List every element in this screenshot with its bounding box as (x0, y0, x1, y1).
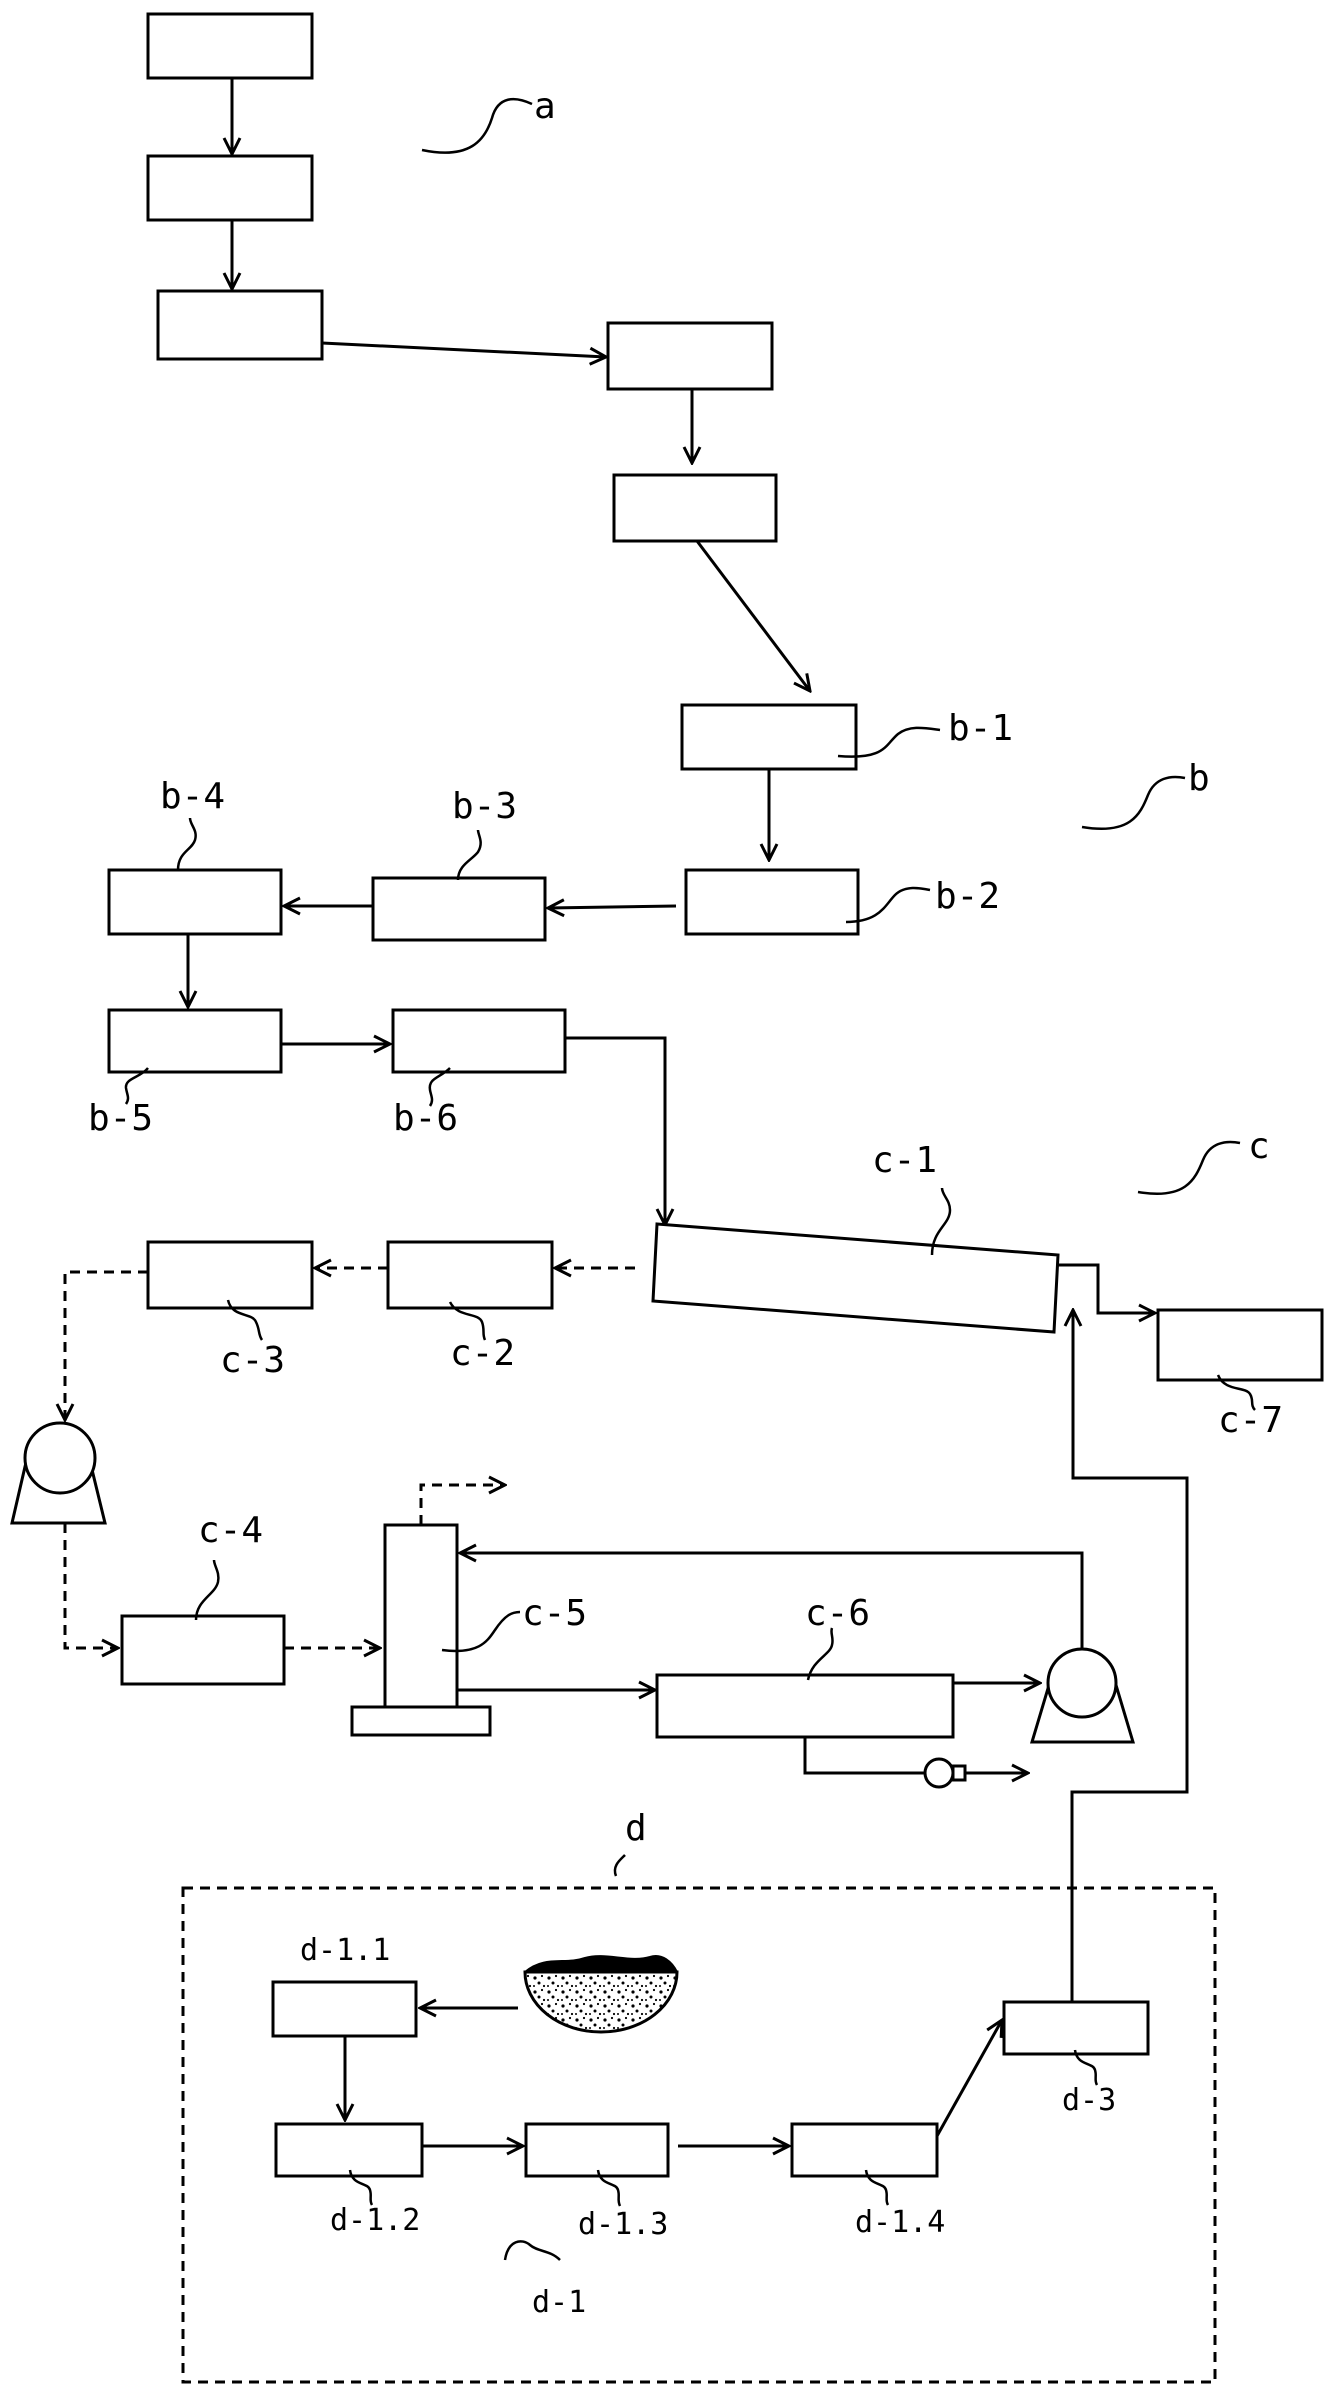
label-b4: b-4 (160, 776, 225, 817)
section-b: b-1 b-2 b-3 b-4 b-5 b-6 b (88, 703, 1210, 1225)
arrow-c1-c7 (1058, 1263, 1155, 1313)
section-d: d-1.1 d-1.2 d-1.3 d-1.4 d-3 d-1 d (181, 1808, 1217, 2384)
box-b2 (684, 868, 860, 936)
label-c2: c-2 (450, 1333, 515, 1374)
label-b5: b-5 (88, 1098, 153, 1139)
arrow-a5-b1 (695, 540, 810, 691)
label-d: d (625, 1808, 647, 1849)
label-c4: c-4 (198, 1510, 263, 1551)
arrow-pump-c4 (63, 1523, 118, 1648)
box-c3 (146, 1240, 314, 1310)
box-a2 (146, 154, 314, 222)
material-bowl (523, 1955, 679, 2034)
label-d14: d-1.4 (855, 2205, 945, 2240)
label-c-leader (1137, 1140, 1241, 1195)
box-c5-base (350, 1705, 492, 1737)
label-b3-leader (456, 829, 482, 881)
label-c4-leader (194, 1559, 220, 1621)
label-c7: c-7 (1218, 1400, 1283, 1441)
label-b2: b-2 (935, 876, 1000, 917)
arrow-c5-vent (419, 1485, 505, 1525)
label-c6-leader (806, 1627, 834, 1681)
label-b1-leader (837, 726, 941, 758)
label-c3: c-3 (220, 1340, 285, 1381)
label-c5-leader (441, 1610, 521, 1653)
box-b1 (680, 703, 858, 771)
box-c5-column (383, 1523, 459, 1709)
pump-right (1029, 1647, 1136, 1744)
box-b4 (107, 868, 283, 936)
label-c2-leader (448, 1301, 487, 1341)
box-d11 (271, 1980, 418, 2038)
label-c5: c-5 (522, 1593, 587, 1634)
label-b1: b-1 (948, 708, 1013, 749)
label-c3-leader (226, 1299, 264, 1341)
box-b3 (371, 876, 547, 942)
label-d12-leader (348, 2169, 374, 2206)
line-c6-small-pump (803, 1737, 925, 1775)
label-c1: c-1 (872, 1140, 937, 1181)
box-a4 (606, 321, 774, 391)
label-d13-leader (596, 2169, 622, 2207)
box-a3 (156, 289, 324, 361)
section-a: a (146, 12, 810, 691)
pump-left (10, 1421, 107, 1525)
label-d13: d-1.3 (578, 2207, 668, 2242)
arrow-b2-b3 (548, 906, 677, 908)
arrow-b6-c1 (565, 1036, 665, 1225)
label-d1: d-1 (532, 2285, 586, 2320)
box-d12 (274, 2122, 424, 2178)
box-d13 (524, 2122, 670, 2178)
box-d3 (1002, 2000, 1150, 2056)
box-b6 (391, 1008, 567, 1074)
label-d3-leader (1073, 2049, 1099, 2086)
label-c: c (1248, 1126, 1270, 1167)
label-b6: b-6 (393, 1098, 458, 1139)
arrow-d3-c1 (1072, 1310, 1189, 2012)
label-b5-leader (124, 1067, 149, 1105)
label-a-leader (421, 97, 533, 154)
pump-small (923, 1757, 967, 1789)
label-d3: d-3 (1062, 2083, 1116, 2118)
label-b2-leader (845, 886, 931, 924)
box-c2 (386, 1240, 554, 1310)
dashed-enclosure-d (181, 1886, 1217, 2384)
box-d14 (790, 2122, 939, 2178)
label-d1-leader (503, 2240, 561, 2261)
section-c: c-1 c-2 c-3 c-4 c-5 c-6 c-7 c (10, 1126, 1324, 2012)
label-c1-leader (930, 1187, 952, 1256)
box-c6 (655, 1673, 955, 1739)
box-a1 (146, 12, 314, 80)
label-c7-leader (1216, 1374, 1256, 1411)
box-c7 (1156, 1308, 1324, 1382)
arrow-pump-c5 (460, 1553, 1084, 1649)
box-c1-rotary-kiln (651, 1222, 1060, 1334)
label-b3: b-3 (452, 786, 517, 827)
box-a5 (612, 473, 778, 543)
label-d-leader (613, 1854, 626, 1877)
label-b4-leader (176, 817, 197, 871)
label-d11: d-1.1 (300, 1933, 390, 1968)
box-b5 (107, 1008, 283, 1074)
box-c4 (120, 1614, 286, 1686)
arrow-d14-d3 (935, 2020, 1002, 2137)
label-d12: d-1.2 (330, 2203, 420, 2238)
label-c6: c-6 (805, 1593, 870, 1634)
label-b: b (1188, 758, 1210, 799)
label-b6-leader (428, 1067, 451, 1107)
label-d14-leader (864, 2169, 890, 2206)
label-a: a (534, 86, 556, 127)
arrow-c3-pump (65, 1270, 148, 1420)
arrow-a3-a4 (321, 341, 606, 357)
label-b-leader (1081, 775, 1186, 830)
